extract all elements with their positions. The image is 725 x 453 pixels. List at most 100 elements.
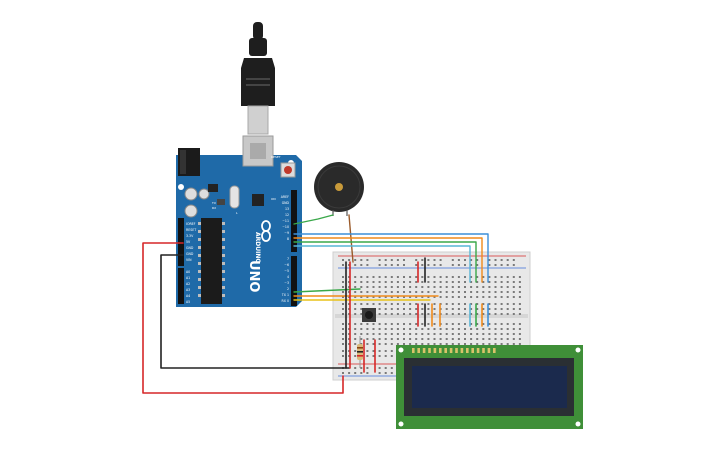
breadboard-hole [445, 286, 448, 288]
breadboard-hole [403, 343, 405, 345]
pin-label-tx1: TX 1 [281, 293, 289, 297]
breadboard-hole [354, 323, 357, 325]
breadboard-hole [348, 372, 351, 374]
breadboard-hole [476, 323, 479, 325]
breadboard-hole [348, 308, 351, 310]
capacitor-icon [184, 204, 198, 218]
wire-orange-pin10[interactable] [293, 237, 483, 283]
breadboard-hole [470, 333, 473, 335]
breadboard-hole [415, 281, 418, 283]
breadboard-hole [384, 296, 387, 298]
piezo-buzzer[interactable] [314, 162, 364, 216]
breadboard-hole [476, 286, 479, 288]
breadboard-hole [384, 264, 387, 266]
breadboard-hole [372, 343, 375, 345]
breadboard-hole [342, 313, 344, 315]
breadboard-hole [342, 323, 344, 325]
breadboard-hole [348, 328, 351, 330]
rx-label: RX [212, 206, 216, 210]
breadboard-hole [360, 338, 363, 340]
breadboard-hole [378, 259, 381, 261]
breadboard-hole [464, 303, 466, 305]
wire-red-5v[interactable] [142, 242, 344, 394]
usb-cable[interactable] [241, 22, 275, 135]
pin-label-ioref: IOREF [186, 222, 196, 226]
breadboard-hole [482, 323, 485, 325]
reset-label: RESET [271, 155, 281, 159]
breadboard-hole [445, 291, 448, 293]
push-button[interactable] [362, 308, 376, 322]
breadboard-hole [384, 323, 387, 325]
lcd-pin [460, 348, 464, 353]
wire-green-pin9[interactable] [293, 241, 477, 283]
breadboard-hole [409, 323, 412, 325]
wire-green-buzzer[interactable] [293, 214, 334, 225]
wire-green-pin2[interactable] [293, 288, 361, 293]
breadboard-hole [378, 313, 381, 315]
breadboard-hole [354, 355, 357, 357]
breadboard-hole [470, 276, 473, 278]
breadboard-hole [372, 296, 375, 298]
breadboard-hole [470, 286, 473, 288]
pin-label-vin: VIN [186, 258, 192, 262]
breadboard-hole [482, 333, 485, 335]
breadboard-hole [348, 281, 351, 283]
breadboard-hole [512, 333, 515, 335]
breadboard-hole [494, 308, 497, 310]
breadboard-hole [464, 264, 466, 266]
arduino-uno-board[interactable]: ARDUINO UNO RESET TX RX L ON IOREF RESET… [176, 135, 302, 313]
breadboard-hole [506, 323, 509, 325]
breadboard-hole [378, 281, 381, 283]
breadboard-hole [451, 264, 454, 266]
breadboard-hole [512, 296, 515, 298]
pin-label-gnd-d: GND [282, 201, 290, 205]
breadboard-hole [494, 323, 497, 325]
arduino-logo-icon [261, 220, 271, 242]
lcd-display[interactable] [396, 345, 583, 429]
breadboard-hole [512, 276, 515, 278]
wire-blue-pin11[interactable] [293, 233, 489, 283]
breadboard-hole [433, 338, 436, 340]
breadboard-hole [470, 323, 473, 325]
breadboard-hole [390, 355, 393, 357]
breadboard-hole [464, 343, 466, 345]
pin-label-3: ~3 [284, 281, 289, 285]
breadboard-hole [451, 333, 454, 335]
breadboard-hole [384, 286, 387, 288]
breadboard-hole [342, 281, 344, 283]
resistor[interactable] [357, 336, 363, 368]
wire-lightblue-pin8[interactable] [293, 245, 471, 283]
breadboard-hole [384, 308, 387, 310]
breadboard-hole [464, 328, 466, 330]
breadboard-hole [366, 259, 369, 261]
breadboard-hole [506, 338, 509, 340]
breadboard-hole [360, 308, 363, 310]
pin-label-11: ~11 [282, 219, 289, 223]
breadboard-hole [433, 281, 436, 283]
breadboard-hole [464, 286, 466, 288]
digital-header-low [291, 256, 297, 306]
breadboard-hole [421, 323, 424, 325]
breadboard-hole [439, 276, 442, 278]
breadboard-hole [427, 264, 430, 266]
pin-label-4: 4 [287, 275, 289, 279]
breadboard-hole [518, 296, 521, 298]
breadboard-hole [348, 338, 351, 340]
breadboard-hole [348, 367, 351, 369]
breadboard-hole [378, 328, 381, 330]
breadboard-hole [372, 338, 375, 340]
crystal-oscillator [229, 185, 240, 209]
lcd-pin [476, 348, 480, 353]
breadboard-hole [396, 333, 399, 335]
breadboard-hole [500, 264, 503, 266]
breadboard-hole [366, 367, 369, 369]
breadboard-hole [403, 296, 405, 298]
breadboard-hole [506, 308, 509, 310]
breadboard-hole [342, 372, 344, 374]
breadboard-hole [378, 372, 381, 374]
breadboard-hole [403, 291, 405, 293]
wire-black-gnd[interactable] [160, 254, 349, 369]
breadboard-hole [348, 291, 351, 293]
breadboard-hole [457, 264, 460, 266]
breadboard-hole [354, 350, 357, 352]
